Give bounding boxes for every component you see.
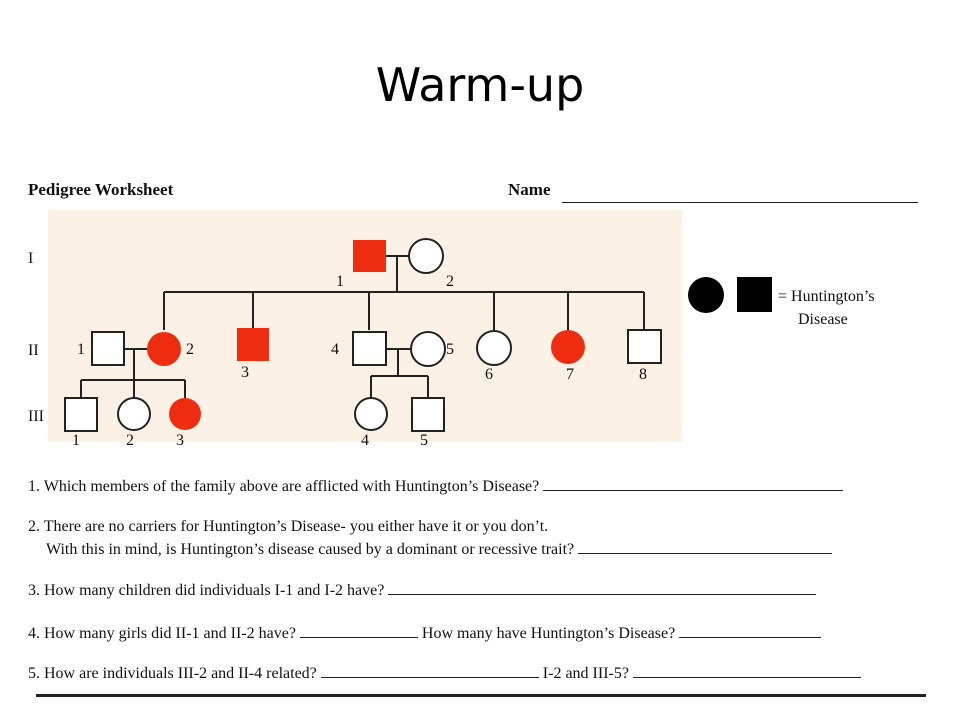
question-4-text-a: 4. How many girls did II-1 and II-2 have… xyxy=(28,625,296,642)
question-4-answer-line-a[interactable] xyxy=(299,625,418,638)
label-III-1: 1 xyxy=(72,432,80,449)
individual-I-2 xyxy=(408,238,444,274)
question-1-text: 1. Which members of the family above are… xyxy=(28,478,540,495)
generation-label-I: I xyxy=(28,250,34,267)
individual-III-3 xyxy=(169,398,201,430)
individual-II-5 xyxy=(410,331,446,367)
legend-line-2: Disease xyxy=(798,311,848,328)
generation-label-III: III xyxy=(28,408,44,425)
question-2-line-1: 2. There are no carriers for Huntington’… xyxy=(28,518,548,536)
pedigree-lines xyxy=(80,255,645,398)
question-1-answer-line[interactable] xyxy=(543,478,844,491)
question-3: 3. How many children did individuals I-1… xyxy=(28,582,817,600)
label-II-4: 4 xyxy=(331,341,339,358)
question-1: 1. Which members of the family above are… xyxy=(28,478,844,496)
individual-III-5 xyxy=(411,397,445,432)
individual-II-2 xyxy=(147,332,181,366)
label-II-8: 8 xyxy=(639,366,647,383)
question-3-answer-line[interactable] xyxy=(388,582,817,595)
label-II-6: 6 xyxy=(485,366,493,383)
label-II-3: 3 xyxy=(241,364,249,381)
individual-III-1 xyxy=(64,397,98,432)
legend-female-affected-symbol xyxy=(688,277,724,313)
label-II-5: 5 xyxy=(446,341,454,358)
individual-I-1 xyxy=(353,240,386,272)
question-5-text-a: 5. How are individuals III-2 and II-4 re… xyxy=(28,665,317,682)
question-5-answer-line-a[interactable] xyxy=(320,665,539,678)
question-5: 5. How are individuals III-2 and II-4 re… xyxy=(28,665,861,683)
individual-II-7 xyxy=(551,330,585,364)
generation-label-II: II xyxy=(28,342,39,359)
individual-II-1 xyxy=(91,331,125,366)
question-2-text-a: 2. There are no carriers for Huntington’… xyxy=(28,518,549,535)
individual-II-3 xyxy=(237,328,269,361)
legend-label: = Huntington’s Disease xyxy=(778,285,875,331)
label-II-2: 2 xyxy=(186,341,194,358)
label-III-5: 5 xyxy=(420,432,428,449)
label-III-3: 3 xyxy=(176,432,184,449)
question-2-text-b: With this in mind, is Huntington’s disea… xyxy=(46,541,575,558)
label-I-1: 1 xyxy=(336,273,344,290)
legend-line-1: = Huntington’s xyxy=(778,288,875,305)
individual-II-4 xyxy=(352,331,387,366)
question-4-text-b: How many have Huntington’s Disease? xyxy=(421,625,676,642)
legend-male-affected-symbol xyxy=(737,277,772,312)
label-I-2: 2 xyxy=(446,273,454,290)
individual-II-6 xyxy=(476,330,512,366)
question-3-text: 3. How many children did individuals I-1… xyxy=(28,582,385,599)
bottom-rule xyxy=(36,694,926,697)
question-4: 4. How many girls did II-1 and II-2 have… xyxy=(28,625,822,643)
question-2-answer-line[interactable] xyxy=(578,541,833,554)
worksheet-title: Pedigree Worksheet xyxy=(28,180,174,199)
question-5-answer-line-b[interactable] xyxy=(632,665,861,678)
label-II-7: 7 xyxy=(566,366,574,383)
label-II-1: 1 xyxy=(77,341,85,358)
label-III-4: 4 xyxy=(361,432,369,449)
name-answer-line[interactable] xyxy=(562,202,918,203)
individual-III-4 xyxy=(354,397,388,431)
label-III-2: 2 xyxy=(126,432,134,449)
slide-title: Warm-up xyxy=(375,58,585,112)
question-2-line-2: With this in mind, is Huntington’s disea… xyxy=(46,541,833,559)
name-label: Name xyxy=(508,180,551,199)
individual-III-2 xyxy=(117,397,151,431)
question-4-answer-line-b[interactable] xyxy=(679,625,822,638)
individual-II-8 xyxy=(627,329,662,364)
question-5-text-b: I-2 and III-5? xyxy=(542,665,629,682)
